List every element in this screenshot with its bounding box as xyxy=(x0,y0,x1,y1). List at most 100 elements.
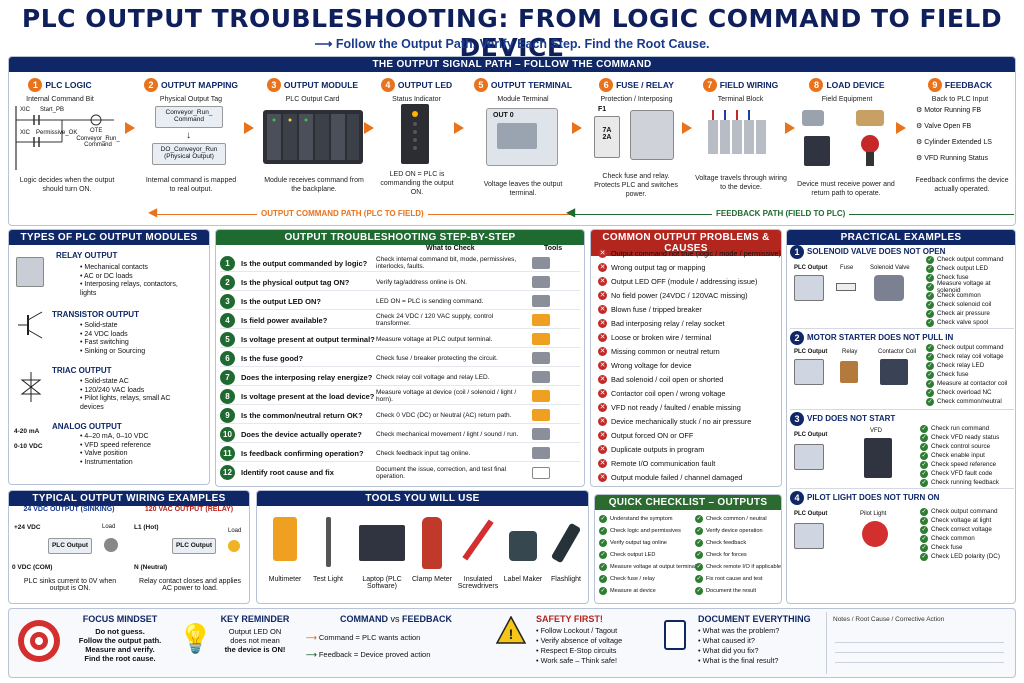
check-icon: ✓ xyxy=(926,291,934,300)
col-what-to-check: What to Check xyxy=(426,245,475,252)
problem-item: ✕Output module failed / channel damaged xyxy=(598,473,743,482)
tools-header: TOOLS YOU WILL USE xyxy=(257,491,588,506)
flashlight-icon xyxy=(550,522,582,564)
notes-box[interactable]: Notes / Root Cause / Corrective Action xyxy=(826,612,1012,674)
problem-item: ✕Bad interposing relay / relay socket xyxy=(598,319,725,328)
clipboard-icon xyxy=(664,620,686,650)
check-icon: ✓ xyxy=(926,255,934,264)
example-label: Contactor Coil xyxy=(878,349,917,355)
step-subtitle: Terminal Block xyxy=(717,96,764,103)
flow-arrow xyxy=(364,122,374,134)
feedback-item: ⚙ Motor Running FB xyxy=(916,107,982,114)
checklist-panel: QUICK CHECKLIST – OUTPUTS ✓Understand th… xyxy=(594,494,782,604)
contactor-icon xyxy=(880,359,908,385)
example-label: PLC Output xyxy=(794,265,828,271)
check-icon: ✓ xyxy=(920,469,928,478)
x-icon: ✕ xyxy=(598,277,607,286)
safety-block: SAFETY FIRST! Follow Lockout / Tagout Ve… xyxy=(536,614,656,666)
relay-output-icon xyxy=(16,257,44,287)
page-title: PLC OUTPUT TROUBLESHOOTING: FROM LOGIC C… xyxy=(21,4,1003,62)
step-title: FIELD WIRING xyxy=(719,79,779,90)
check-icon: ✓ xyxy=(695,527,703,535)
check-icon: ✓ xyxy=(599,575,607,583)
examples-header: PRACTICAL EXAMPLES xyxy=(787,230,1015,245)
check-icon: ✓ xyxy=(599,563,607,571)
check-icon: ✓ xyxy=(926,379,934,388)
step-number: 3 xyxy=(266,77,281,92)
step-subtitle: Back to PLC Input xyxy=(931,96,989,103)
tool-icon xyxy=(532,276,550,288)
ladder-start-pb: Start_PB xyxy=(40,107,65,113)
x-icon: ✕ xyxy=(598,445,607,454)
x-icon: ✕ xyxy=(598,403,607,412)
load-devices-image xyxy=(800,106,894,170)
warning-icon: ! xyxy=(495,615,527,649)
target-icon xyxy=(16,618,62,669)
problem-item: ✕Output LED OFF (module / addressing iss… xyxy=(598,277,758,286)
step-subtitle: Internal Command Bit xyxy=(26,96,94,103)
example-checklist: ✓Check output command ✓Check voltage at … xyxy=(920,507,1000,561)
problem-item: ✕Wrong output tag or mapping xyxy=(598,263,706,272)
problem-item: ✕Blown fuse / tripped breaker xyxy=(598,305,702,314)
tool-icon xyxy=(532,352,550,364)
wiring-sinking: 24 VDC OUTPUT (SINKING) +24 VDC Load PLC… xyxy=(10,506,128,602)
checklist-header: QUICK CHECKLIST – OUTPUTS xyxy=(595,495,781,510)
feedback-item: ⚙ Valve Open FB xyxy=(916,123,972,130)
ladder-xic-2: XIC xyxy=(20,130,31,136)
test-light-icon xyxy=(325,517,331,567)
check-icon: ✓ xyxy=(920,525,928,534)
output-path-label: OUTPUT COMMAND PATH (PLC TO FIELD) xyxy=(257,209,428,218)
check-icon: ✓ xyxy=(599,539,607,547)
check-icon: ✓ xyxy=(926,352,934,361)
wiring-desc: PLC sinks current to 0V when output is O… xyxy=(23,578,117,592)
triac-symbol-icon xyxy=(16,372,46,407)
check-icon: ✓ xyxy=(599,551,607,559)
terminal-block-image xyxy=(706,110,776,162)
problem-item: ✕Contactor coil open / wrong voltage xyxy=(598,389,726,398)
x-icon: ✕ xyxy=(598,459,607,468)
wiring-load-label: Load xyxy=(102,524,116,530)
feedback-path-label: FEEDBACK PATH (FIELD TO PLC) xyxy=(712,209,850,218)
tool-icon xyxy=(532,314,550,326)
problem-item: ✕Device mechanically stuck / no air pres… xyxy=(598,417,752,426)
wiring-relay: 120 VAC OUTPUT (RELAY) L1 (Hot) Load PLC… xyxy=(130,506,248,602)
vfd-icon xyxy=(864,438,892,478)
problem-item: ✕Bad solenoid / coil open or shorted xyxy=(598,375,724,384)
mapping-physical-tag: DO_Conveyor_Run (Physical Output) xyxy=(152,143,226,165)
output-path-arrow-icon: ◀ xyxy=(148,205,158,219)
step-title: FUSE / RELAY xyxy=(616,79,674,90)
screwdriver-icon xyxy=(462,519,494,561)
tool-label-maker: Label Maker xyxy=(500,517,546,583)
module-type-name: TRANSISTOR OUTPUT xyxy=(52,310,139,319)
wiring-top-rail: +24 VDC xyxy=(14,524,41,531)
module-type-points: 4–20 mA, 0–10 VDC VFD speed reference Va… xyxy=(80,433,151,467)
analog-label-ma: 4-20 mA xyxy=(14,428,40,435)
plc-module-icon xyxy=(794,275,824,301)
x-icon: ✕ xyxy=(598,375,607,384)
tool-icon xyxy=(532,428,550,440)
ladder-xic-1: XIC xyxy=(20,107,31,113)
example-label: VFD xyxy=(870,428,882,434)
example-label: Pilot Light xyxy=(860,511,887,517)
signal-path-panel: THE OUTPUT SIGNAL PATH – FOLLOW THE COMM… xyxy=(8,56,1016,226)
step-number: 2 xyxy=(144,77,158,92)
check-icon: ✓ xyxy=(926,309,934,318)
check-icon: ✓ xyxy=(695,551,703,559)
pilot-light-icon xyxy=(862,521,888,547)
check-icon: ✓ xyxy=(926,370,934,379)
document-block: DOCUMENT EVERYTHING What was the problem… xyxy=(698,614,818,666)
step-title: FEEDBACK xyxy=(944,79,993,90)
step-title: OUTPUT MAPPING xyxy=(161,79,238,90)
tool-screwdrivers: Insulated Screwdrivers xyxy=(454,517,502,590)
mindset-block: FOCUS MINDSET Do not guess. Follow the o… xyxy=(66,614,174,663)
step-desc: Device must receive power and return pat… xyxy=(797,181,895,197)
example-title: VFD DOES NOT START xyxy=(807,414,896,424)
tool-multimeter: Multimeter xyxy=(262,517,308,583)
